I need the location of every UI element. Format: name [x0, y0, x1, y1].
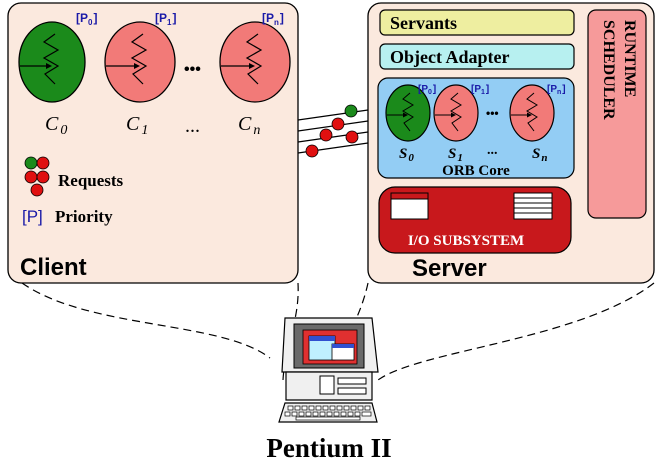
client-label: Client — [20, 254, 87, 281]
servants-box — [379, 9, 575, 36]
servants-label: Servants — [390, 13, 457, 33]
priority-legend-label: Priority — [55, 207, 113, 226]
server-label: Server — [412, 255, 487, 282]
server-label-s0: S0 — [399, 146, 414, 164]
server-label-s1: S1 — [448, 146, 463, 164]
runtime-label: RUNTIME — [621, 20, 638, 97]
runtime-scheduler-box — [587, 9, 647, 219]
server-priority-1: [P1] — [471, 84, 489, 96]
request-dot — [345, 130, 359, 144]
requests-legend-label: Requests — [58, 171, 124, 190]
requests-legend-icon — [24, 156, 50, 197]
scheduler-label: SCHEDULER — [600, 20, 617, 120]
io-queue-right-icon — [513, 192, 553, 220]
request-dot — [331, 117, 345, 131]
network-connection — [297, 104, 369, 158]
client-thread-ellipsis: ••• — [184, 61, 201, 78]
host-label: Pentium II — [266, 433, 391, 463]
client-priority-n: [Pn] — [262, 11, 284, 27]
pentium-computer-icon — [278, 317, 379, 423]
server-panel: Servants Object Adapter [P0] [ — [367, 2, 655, 284]
server-thread-sn — [509, 84, 555, 142]
request-dot — [319, 128, 333, 142]
request-dot — [305, 144, 319, 158]
server-label-ellipsis: ... — [487, 143, 498, 158]
client-priority-0: [P0] — [76, 11, 97, 27]
server-label-sn: Sn — [532, 146, 547, 164]
object-adapter-label: Object Adapter — [390, 47, 509, 67]
server-priority-n: [Pn] — [547, 84, 566, 96]
io-subsystem-label: I/O SUBSYSTEM — [408, 233, 524, 249]
io-queue-left-icon — [390, 192, 429, 220]
priority-legend-marker: [P] — [22, 207, 43, 226]
client-thread-c1 — [104, 21, 176, 103]
orb-core-label: ORB Core — [442, 163, 510, 179]
client-label-ellipsis: ... — [185, 115, 200, 137]
client-thread-cn — [219, 21, 291, 103]
server-thread-s0 — [385, 84, 431, 142]
object-adapter-box — [379, 43, 575, 70]
server-priority-0: [P0] — [418, 84, 436, 96]
server-thread-ellipsis: ••• — [486, 106, 499, 120]
client-priority-1: [P1] — [155, 11, 176, 27]
server-thread-s1 — [433, 84, 479, 142]
client-thread-c0 — [18, 21, 86, 103]
request-dot-green — [344, 104, 358, 118]
